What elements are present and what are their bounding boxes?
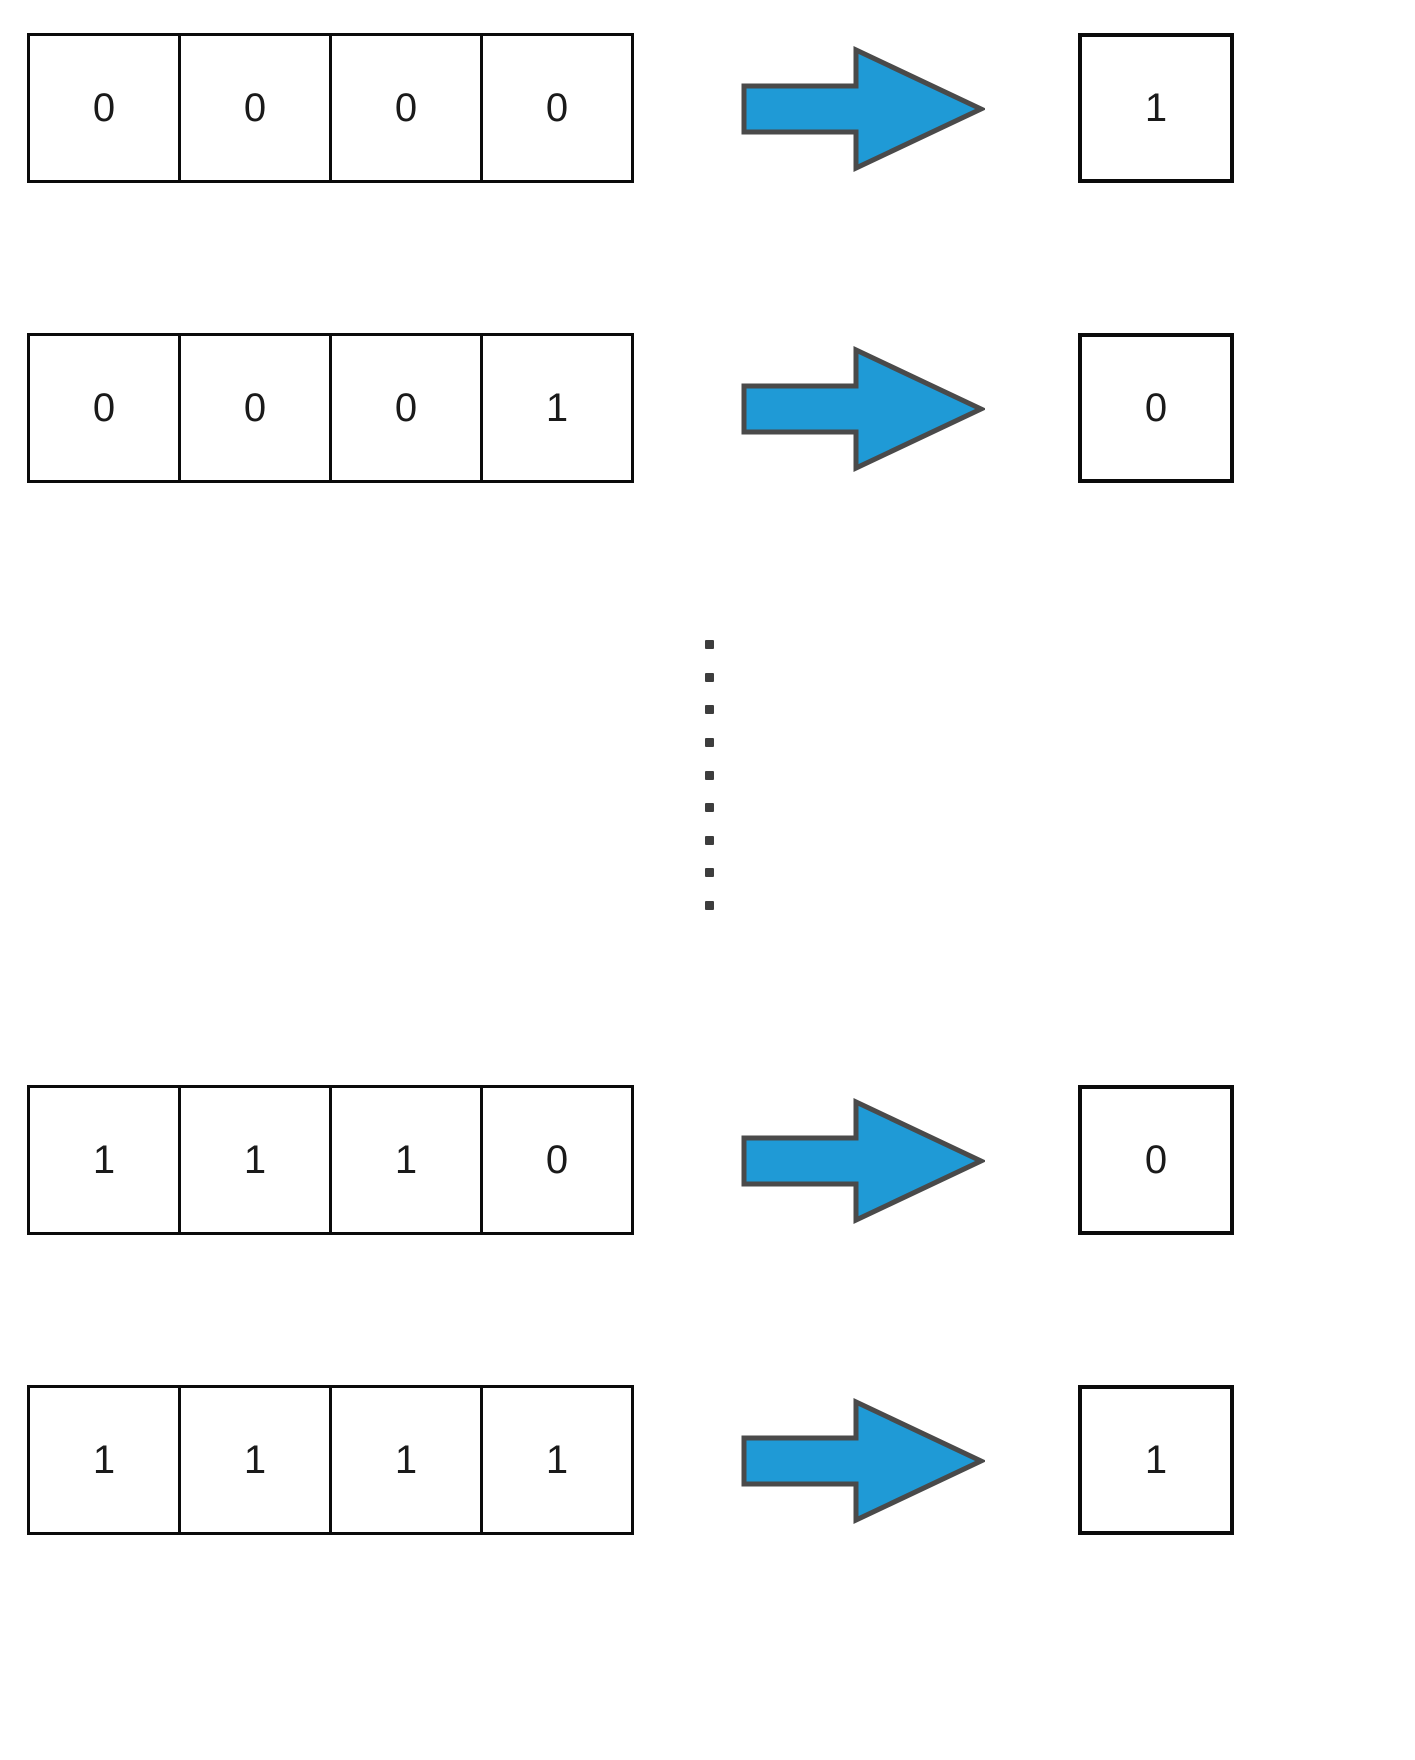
input-bit-cell[interactable]: 0 (483, 36, 631, 180)
input-bit-cell[interactable]: 0 (181, 36, 332, 180)
input-bit-table: 0 0 0 1 (27, 333, 634, 483)
input-bit-table: 1 1 1 0 (27, 1085, 634, 1235)
output-value-box[interactable]: 1 (1078, 1385, 1234, 1535)
ellipsis-dot (704, 705, 714, 715)
input-bit-cell[interactable]: 1 (30, 1088, 181, 1232)
input-bit-cell[interactable]: 0 (181, 336, 332, 480)
output-value-box[interactable]: 0 (1078, 1085, 1234, 1235)
input-bit-cell[interactable]: 1 (483, 1388, 631, 1532)
input-bit-cell[interactable]: 1 (30, 1388, 181, 1532)
input-bit-cell[interactable]: 0 (332, 36, 483, 180)
right-arrow-icon (740, 1398, 985, 1524)
input-bit-cell[interactable]: 1 (332, 1388, 483, 1532)
rule-row: 1 1 1 0 0 (0, 1085, 1415, 1237)
input-bit-cell[interactable]: 1 (483, 336, 631, 480)
rule-row: 1 1 1 1 1 (0, 1385, 1415, 1537)
ellipsis-dot (704, 835, 714, 845)
input-bit-table: 1 1 1 1 (27, 1385, 634, 1535)
ellipsis-dot (704, 737, 714, 747)
right-arrow-icon (740, 1098, 985, 1224)
input-bit-cell[interactable]: 1 (181, 1388, 332, 1532)
output-value-box[interactable]: 0 (1078, 333, 1234, 483)
rule-row: 0 0 0 0 1 (0, 33, 1415, 185)
input-bit-cell[interactable]: 0 (30, 336, 181, 480)
input-bit-cell[interactable]: 1 (181, 1088, 332, 1232)
input-bit-table: 0 0 0 0 (27, 33, 634, 183)
rule-row: 0 0 0 1 0 (0, 333, 1415, 485)
input-bit-cell[interactable]: 0 (483, 1088, 631, 1232)
vertical-ellipsis-icon (699, 640, 719, 910)
input-bit-cell[interactable]: 0 (332, 336, 483, 480)
ellipsis-dot (704, 901, 714, 910)
ellipsis-dot (704, 640, 714, 649)
input-bit-cell[interactable]: 0 (30, 36, 181, 180)
right-arrow-icon (740, 346, 985, 472)
ellipsis-dot (704, 803, 714, 813)
ellipsis-dot (704, 868, 714, 878)
ellipsis-dot (704, 672, 714, 682)
right-arrow-icon (740, 46, 985, 172)
ellipsis-dot (704, 770, 714, 780)
output-value-box[interactable]: 1 (1078, 33, 1234, 183)
input-bit-cell[interactable]: 1 (332, 1088, 483, 1232)
